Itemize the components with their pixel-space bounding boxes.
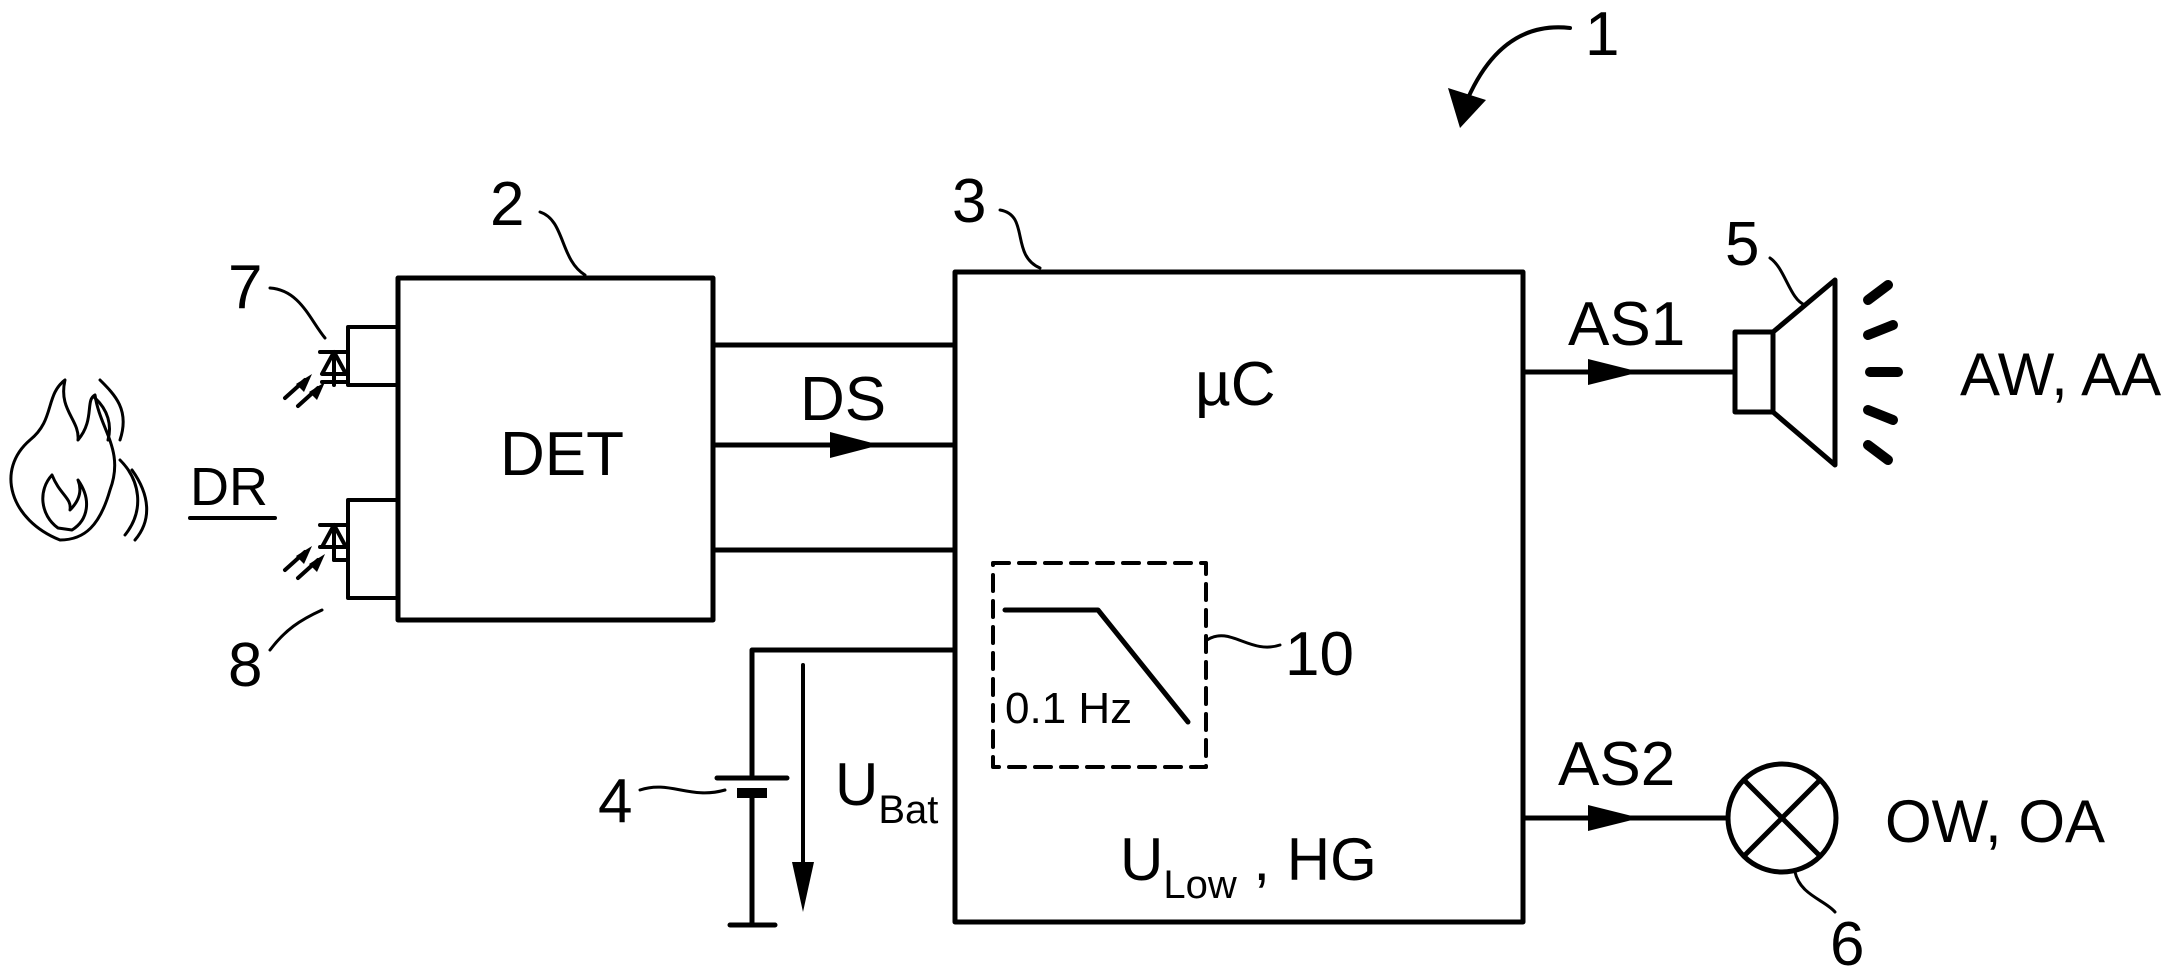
alarm-signal-2-label: AS2 [1558, 730, 1675, 799]
ref-7-leader [268, 286, 327, 340]
alarm-signal-1-label: AS1 [1568, 290, 1685, 359]
low-pass-filter-frequency: 0.1 Hz [1005, 684, 1132, 733]
optical-outputs-label: OW, OA [1885, 788, 2105, 855]
ref-1-arrow-curve [1463, 25, 1572, 107]
ref-10-label: 10 [1285, 620, 1354, 689]
photodiode-bottom-icon [283, 498, 400, 600]
ref-3-label: 3 [952, 167, 986, 236]
flame-icon [9, 378, 149, 542]
detector-signal-arrow [830, 432, 880, 458]
ref-7-label: 7 [228, 253, 262, 322]
ref-1-label: 1 [1585, 0, 1619, 69]
lamp-icon [1725, 761, 1839, 875]
low-voltage-main: U [1120, 826, 1163, 893]
detector-block [395, 275, 716, 623]
photodiode-bottom-ray-arrow-2 [309, 554, 325, 572]
ref-6-leader [1793, 870, 1837, 914]
photodiode-top-ray-arrow-2 [309, 382, 325, 400]
ref-2-label: 2 [490, 170, 524, 239]
ref-6-label: 6 [1830, 910, 1864, 971]
ref-5-label: 5 [1725, 210, 1759, 279]
battery-voltage-arrow-head [792, 862, 814, 912]
photodiode-top-icon [283, 325, 400, 408]
low-voltage-subscript: Low [1163, 863, 1236, 907]
controller-block [952, 269, 1526, 925]
ref-8-label: 8 [228, 631, 262, 700]
detector-block-label: DET [500, 420, 624, 489]
alarm-signal-1-arrow [1588, 359, 1640, 385]
sound-waves-icon [1863, 280, 1903, 465]
battery-voltage-subscript: Bat [878, 788, 938, 832]
ref-10-leader [1205, 634, 1282, 649]
low-pass-filter-box [991, 561, 1208, 769]
battery-voltage-main: U [835, 751, 878, 818]
battery-supply-line [749, 647, 958, 778]
low-pass-filter-curve [1002, 607, 1191, 725]
detector-signal-label: DS [800, 365, 886, 434]
ref-8-leader [268, 608, 324, 652]
ref-4-label: 4 [598, 767, 632, 836]
battery-plate-short [737, 788, 767, 798]
ref-5-leader [1768, 256, 1807, 307]
controller-block-label: µC [1195, 350, 1276, 419]
battery-voltage-label: UBat [835, 751, 938, 832]
ref-4-leader [638, 785, 727, 795]
ref-2-leader [538, 210, 587, 277]
alarm-signal-2-arrow [1588, 805, 1640, 831]
low-voltage-suffix: , HG [1237, 826, 1377, 893]
detector-radiation-label: DR [190, 457, 268, 517]
speaker-icon [1732, 277, 1838, 468]
ref-3-leader [998, 208, 1042, 270]
acoustic-outputs-label: AW, AA [1960, 341, 2161, 408]
photodiode-top-ray-arrow-1 [296, 374, 312, 392]
ref-1-arrow-head [1448, 88, 1486, 128]
photodiode-bottom-ray-arrow-1 [296, 546, 312, 564]
low-voltage-label: ULow , HG [1120, 826, 1377, 907]
